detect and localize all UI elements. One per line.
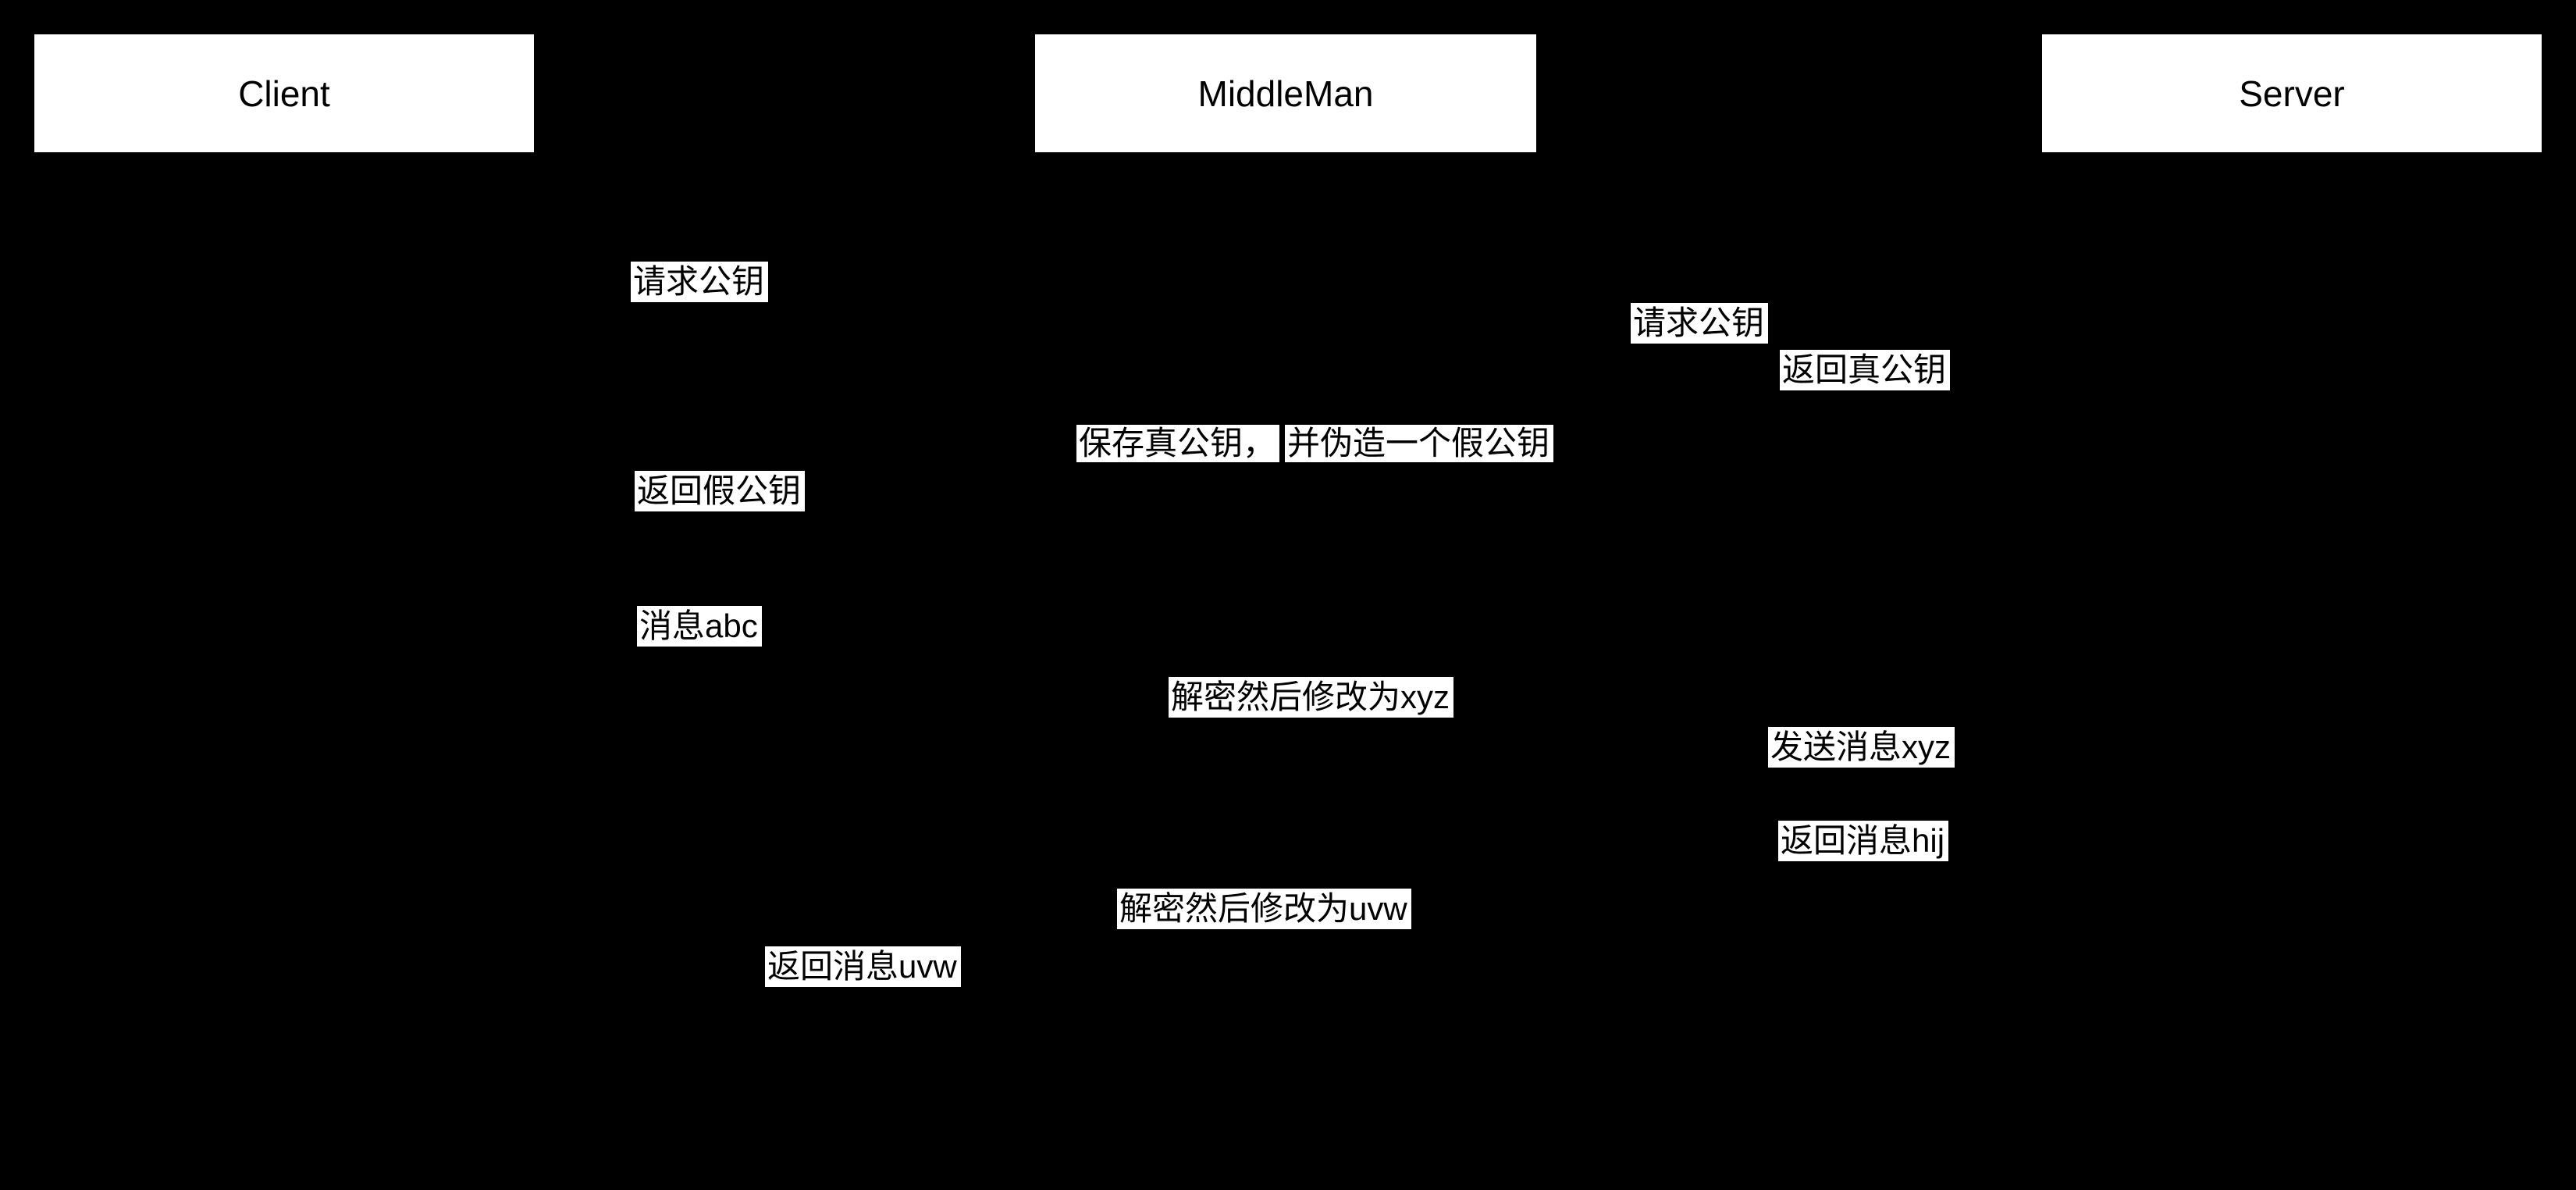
- note-decrypt-modify-to-uvw: 解密然后修改为uvw: [1117, 889, 1411, 929]
- message-request-public-key-client-to-middleman: 请求公钥: [631, 262, 769, 302]
- message-request-public-key-middleman-to-server: 请求公钥: [1631, 303, 1769, 344]
- participant-label-middleman: MiddleMan: [1197, 73, 1374, 114]
- message-return-fake-public-key: 返回假公钥: [635, 471, 806, 511]
- participant-box-middleman: MiddleMan: [1035, 34, 1536, 152]
- message-return-real-public-key: 返回真公钥: [1780, 350, 1951, 390]
- participant-label-client: Client: [238, 73, 330, 114]
- note-save-real-public-key-segment: 保存真公钥，: [1076, 425, 1280, 462]
- participant-box-server: Server: [2042, 34, 2542, 152]
- message-send-xyz: 发送消息xyz: [1768, 727, 1955, 768]
- message-abc: 消息abc: [637, 606, 762, 647]
- message-return-hij: 返回消息hij: [1778, 821, 1949, 861]
- participant-label-server: Server: [2239, 73, 2345, 114]
- note-decrypt-modify-to-xyz: 解密然后修改为xyz: [1169, 677, 1454, 718]
- message-return-uvw: 返回消息uvw: [765, 946, 961, 987]
- participant-box-client: Client: [34, 34, 534, 152]
- note-forge-fake-public-key-segment: 并伪造一个假公钥: [1285, 425, 1554, 462]
